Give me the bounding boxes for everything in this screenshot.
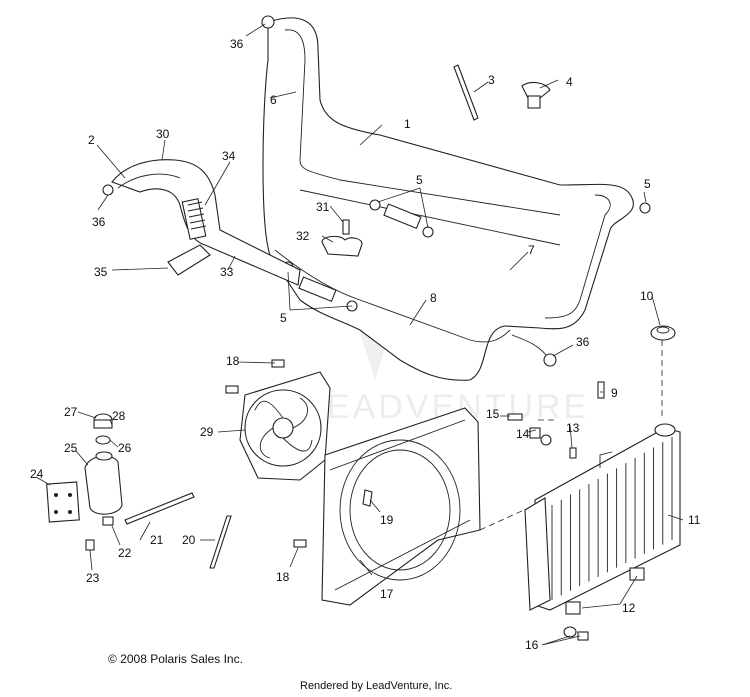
reservoir-bracket bbox=[46, 481, 80, 523]
callout-10: 10 bbox=[640, 289, 654, 303]
hose-20 bbox=[209, 515, 232, 569]
callout-24: 24 bbox=[30, 467, 44, 481]
leader-lines bbox=[35, 23, 684, 646]
callout-6: 6 bbox=[270, 93, 277, 107]
callout-23: 23 bbox=[86, 571, 100, 585]
nut bbox=[540, 434, 552, 446]
clamp bbox=[543, 353, 557, 367]
copyright-notice: © 2008 Polaris Sales Inc. bbox=[108, 652, 243, 666]
radiator-hardware bbox=[507, 413, 577, 459]
clamp bbox=[422, 226, 434, 238]
callout-14: 14 bbox=[516, 427, 530, 441]
coolant-tube-upper bbox=[262, 17, 634, 381]
callout-5-top: 5 bbox=[416, 173, 423, 187]
callout-31: 31 bbox=[316, 200, 330, 214]
coolant-reservoir bbox=[46, 413, 232, 569]
clamp bbox=[639, 202, 651, 214]
coolant-hose-left bbox=[111, 159, 422, 303]
radiator-fittings bbox=[563, 567, 645, 641]
callout-4: 4 bbox=[566, 75, 573, 89]
grommet bbox=[529, 427, 541, 439]
callout-1: 1 bbox=[404, 117, 411, 131]
callout-11: 11 bbox=[688, 513, 701, 527]
cable-tie bbox=[453, 64, 479, 121]
callout-3: 3 bbox=[488, 73, 495, 87]
screw bbox=[569, 447, 577, 459]
bolt bbox=[507, 413, 523, 421]
callout-17: 17 bbox=[380, 587, 394, 601]
bolt bbox=[293, 539, 307, 548]
callout-22: 22 bbox=[118, 546, 132, 560]
callout-34: 34 bbox=[222, 149, 236, 163]
callout-21: 21 bbox=[150, 533, 164, 547]
callout-25: 25 bbox=[64, 441, 78, 455]
radiator-fins bbox=[551, 437, 673, 600]
callout-13: 13 bbox=[566, 421, 580, 435]
callout-2: 2 bbox=[88, 133, 95, 147]
vent-hose-21 bbox=[124, 492, 195, 525]
hardware-top bbox=[453, 64, 551, 121]
radiator-cap bbox=[650, 325, 676, 341]
callout-26: 26 bbox=[118, 441, 132, 455]
callout-20: 20 bbox=[182, 533, 196, 547]
callout-18-top: 18 bbox=[226, 354, 240, 368]
clamp bbox=[261, 15, 275, 29]
callout-28: 28 bbox=[112, 409, 126, 423]
callout-18-bottom: 18 bbox=[276, 570, 290, 584]
clamp bbox=[369, 199, 381, 211]
rendered-by-notice: Rendered by LeadVenture, Inc. bbox=[300, 680, 453, 692]
callout-30: 30 bbox=[156, 127, 170, 141]
callout-8: 8 bbox=[430, 291, 437, 305]
hose-bracket bbox=[167, 244, 211, 276]
callout-5-bottom: 5 bbox=[280, 311, 287, 325]
radiator bbox=[524, 423, 681, 611]
callout-19: 19 bbox=[380, 513, 394, 527]
washer bbox=[563, 626, 577, 638]
callout-32: 32 bbox=[296, 229, 310, 243]
callout-35: 35 bbox=[94, 265, 108, 279]
fitting bbox=[565, 601, 581, 615]
foam-strip bbox=[597, 381, 605, 399]
fitting bbox=[629, 567, 645, 581]
bolts-18 bbox=[225, 359, 307, 548]
callout-36-left: 36 bbox=[92, 215, 106, 229]
bolt bbox=[225, 385, 239, 394]
callout-12: 12 bbox=[622, 601, 636, 615]
fitting-22 bbox=[102, 516, 114, 526]
push-rivet-stem bbox=[527, 95, 541, 109]
drain-plug bbox=[577, 631, 589, 641]
callout-33: 33 bbox=[220, 265, 234, 279]
callout-9: 9 bbox=[611, 386, 618, 400]
reservoir-neck bbox=[95, 451, 113, 461]
reservoir-bottle bbox=[84, 455, 123, 515]
clamp bbox=[102, 184, 114, 196]
screw-23 bbox=[85, 539, 95, 551]
bolt bbox=[271, 359, 285, 368]
hose-connector bbox=[298, 276, 337, 303]
fan-shroud bbox=[321, 407, 481, 606]
callout-36-right: 36 bbox=[576, 335, 590, 349]
callout-16: 16 bbox=[525, 638, 539, 652]
callout-15: 15 bbox=[486, 407, 500, 421]
callout-36-top: 36 bbox=[230, 37, 244, 51]
cooling-fan bbox=[239, 371, 331, 481]
callout-29: 29 bbox=[200, 425, 214, 439]
callout-7: 7 bbox=[528, 243, 535, 257]
callout-labels: 1 2 3 4 5 5 5 6 7 8 9 10 11 12 13 14 15 … bbox=[30, 37, 701, 652]
bolt bbox=[342, 219, 350, 235]
o-ring bbox=[95, 435, 111, 445]
callout-5-right: 5 bbox=[644, 177, 651, 191]
clip-19 bbox=[362, 489, 373, 507]
callout-27: 27 bbox=[64, 405, 78, 419]
hose-connector bbox=[383, 203, 422, 230]
